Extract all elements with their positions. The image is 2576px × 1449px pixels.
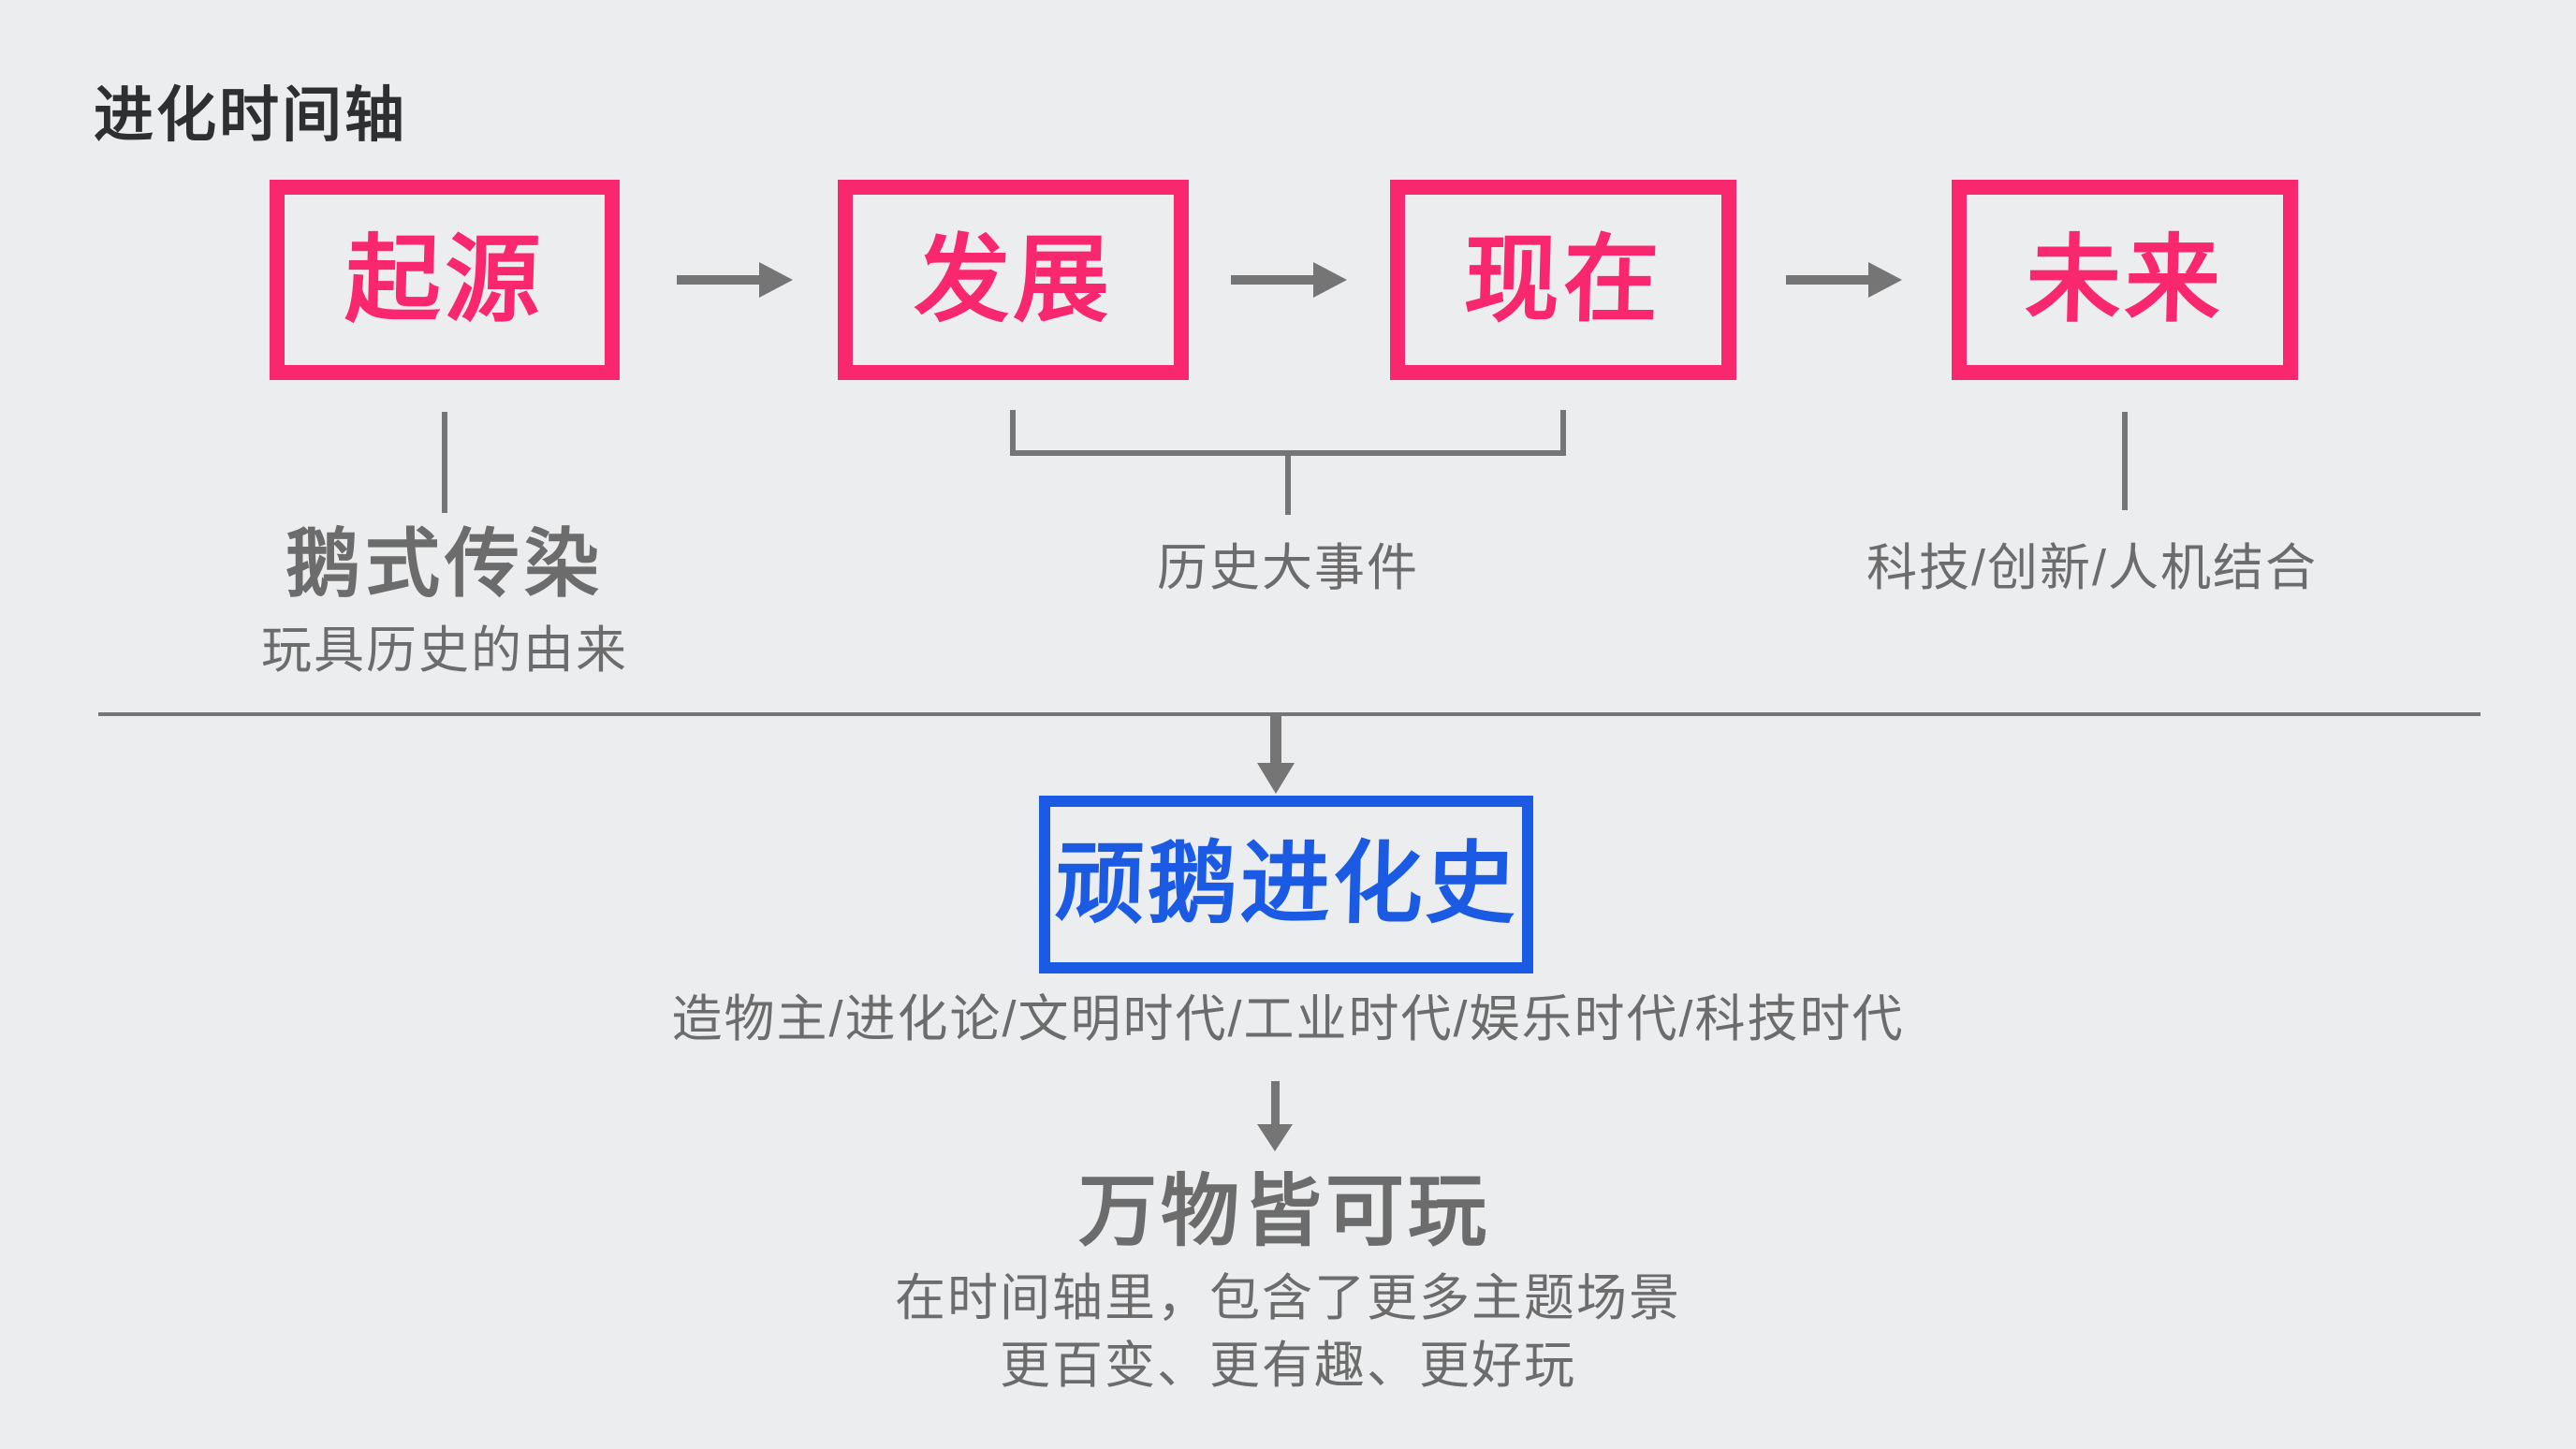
arrow-shaft [1786,275,1872,285]
arrow-right-icon [1786,262,1902,298]
arrow-shaft [677,275,763,285]
arrow-shaft [1270,714,1281,763]
label-toy-history-origin: 玩具历史的由来 [261,622,628,679]
bracket-bar [1010,450,1566,456]
arrow-right-icon [677,262,793,298]
stage-box-future: 未来 [1952,180,2298,380]
evolution-box: 顽鹅进化史 [1039,796,1533,973]
arrow-right-icon [1231,262,1347,298]
conclusion-line-2: 更百变、更有趣、更好玩 [1000,1338,1576,1394]
arrow-head [1257,1124,1293,1151]
bracket-right-line [1560,410,1566,456]
arrow-head [1868,262,1902,298]
bracket-connector [1010,410,1566,515]
stage-label-future: 未来 [2024,227,2226,333]
conclusion-heading: 万物皆可玩 [1077,1167,1491,1255]
conclusion-line-1: 在时间轴里，包含了更多主题场景 [895,1270,1681,1326]
arrow-down-icon [1257,1081,1293,1151]
label-goose-contagion: 鹅式传染 [285,522,604,606]
arrow-head [759,262,793,298]
section-divider [98,712,2481,716]
stage-box-development: 发展 [838,180,1189,380]
label-eras: 造物主/进化论/文明时代/工业时代/娱乐时代/科技时代 [671,991,1905,1047]
connector-line-future [2122,412,2128,510]
connector-line-origin [442,412,447,513]
page-title: 进化时间轴 [94,81,407,149]
bracket-left-line [1010,410,1016,456]
label-historical-events: 历史大事件 [1157,540,1419,596]
bracket-stub [1285,456,1291,515]
arrow-head [1313,262,1347,298]
arrow-head [1257,763,1295,794]
arrow-shaft [1231,275,1317,285]
stage-label-present: 现在 [1462,227,1664,333]
arrow-down-icon [1257,714,1295,794]
arrow-shaft [1271,1081,1280,1124]
stage-box-origin: 起源 [270,180,620,380]
evolution-box-label: 顽鹅进化史 [1053,834,1519,934]
label-tech-innovation: 科技/创新/人机结合 [1866,540,2319,596]
stage-box-present: 现在 [1390,180,1736,380]
stage-label-development: 发展 [913,227,1114,333]
stage-label-origin: 起源 [344,227,546,333]
